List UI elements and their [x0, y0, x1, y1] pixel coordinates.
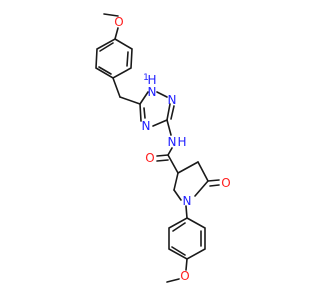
bond-top-benzene-double-1 — [126, 51, 129, 67]
atom-nitrogen-pyrrolidine: N — [183, 194, 192, 208]
atom-hydrogen-triazole-subscript: 1 — [143, 73, 149, 83]
bond-carbonyl-c3 — [167, 154, 179, 174]
atom-hydrogen-amide: H — [177, 135, 186, 149]
bond-nh-carbonyl — [167, 147, 173, 156]
bond-methyl-o-top — [103, 13, 119, 17]
atom-nitrogen-amide: N — [168, 135, 177, 149]
bond-ring-o-bottom — [185, 258, 188, 271]
atom-oxygen-bottom-methoxy: O — [180, 269, 189, 283]
bond-c3-nh — [166, 119, 172, 136]
molecule-structure-diagram: O N H 1 N N N H O N O O — [95, 13, 231, 283]
bond-top-benzene-ring — [95, 38, 133, 79]
bond-bottom-benzene-double-3 — [172, 222, 186, 232]
bond-pyr-c3-c4 — [177, 161, 199, 174]
bond-triazole-n2-c3-double — [170, 105, 175, 120]
atom-nitrogen-triazole-nh: N — [148, 85, 157, 99]
atom-oxygen-amide: O — [145, 151, 154, 165]
bond-n-aryl — [185, 205, 188, 219]
bond-lactam-o-double — [209, 184, 220, 187]
atom-hydrogen-triazole: H — [147, 73, 156, 87]
bond-pyr-c4-c5 — [197, 161, 209, 182]
bond-triazole-n4-c5-double — [143, 107, 146, 119]
bond-pyr-c2-c3 — [173, 172, 179, 191]
bond-ring-ch2 — [112, 77, 121, 98]
bond-triazole-n4-c5 — [139, 103, 142, 122]
bond-bottom-benzene-double-2 — [171, 246, 186, 256]
atom-nitrogen-triazole-4: N — [142, 119, 151, 133]
bond-triazole-c5-n1 — [139, 91, 149, 105]
bond-o-top-ring — [114, 27, 119, 40]
bonds — [95, 13, 220, 283]
bond-top-benzene-double-3 — [99, 42, 114, 52]
bond-pyr-n1-c2 — [173, 189, 182, 201]
bond-triazole-n2-c3 — [166, 103, 171, 121]
bond-ch2-triazole — [119, 96, 141, 105]
bond-lactam-o — [207, 179, 220, 182]
bond-o-bottom-methyl — [166, 278, 180, 283]
bond-carbonyl-o-double — [156, 159, 169, 162]
bond-triazole-c3-n4 — [152, 119, 168, 127]
atom-oxygen-lactam: O — [221, 176, 230, 190]
atom-nitrogen-triazole-2: N — [168, 93, 177, 107]
bond-carbonyl-o — [156, 154, 169, 157]
bond-bottom-benzene-ring — [168, 217, 206, 260]
bond-pyr-c5-n1 — [194, 180, 209, 197]
bond-triazole-n1-n2 — [156, 91, 168, 98]
bond-top-benzene-double-2 — [98, 66, 112, 75]
atom-oxygen-top-methoxy: O — [114, 15, 123, 29]
atom-labels: O N H 1 N N N H O N O O — [114, 15, 230, 283]
